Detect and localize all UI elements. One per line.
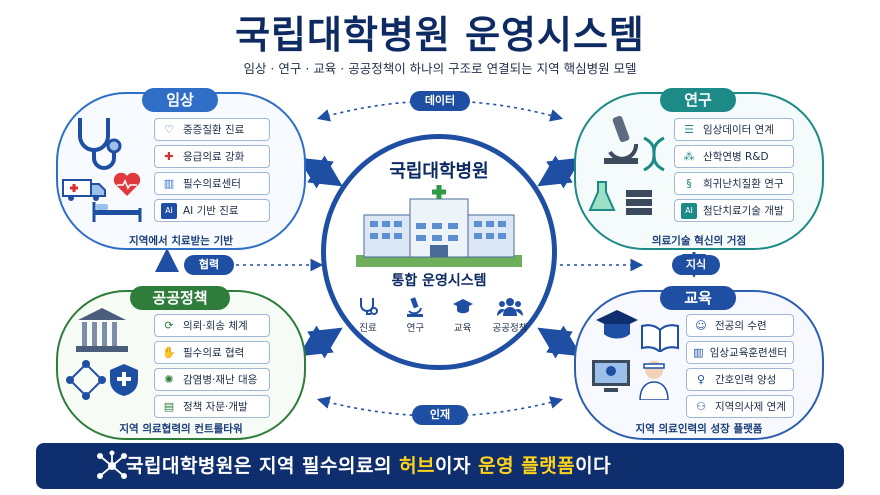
nurse-icon <box>639 361 669 400</box>
education-title: 교육 <box>660 286 736 310</box>
education-item-regional: ⚇지역의사제 연계 <box>686 395 794 418</box>
doctor-icon: ☺ <box>695 319 707 332</box>
research-item-rare: §희귀난치질환 연구 <box>674 172 794 195</box>
center-hub: 국립대학병원 통합 운영시스템 진료 연구 교육 <box>321 134 557 370</box>
clinical-caption: 지역에서 치료받는 기반 <box>129 235 233 247</box>
education-items: ☺전공의 수련 ▥임상교육훈련센터 ♀간호인력 양성 ⚇지역의사제 연계 <box>686 314 794 418</box>
education-caption: 지역 의료인력의 성장 플랫폼 <box>635 423 763 435</box>
shield-icon <box>110 364 138 396</box>
network-icon: ⁂ <box>683 150 695 163</box>
center-subtitle: 통합 운영시스템 <box>391 273 487 289</box>
center-title: 국립대학병원 <box>389 161 489 182</box>
highlight-hub: 허브 <box>399 455 436 477</box>
research-title: 연구 <box>660 88 736 112</box>
policy-caption: 지역 의료협력의 컨트롤타워 <box>119 423 243 435</box>
policy-item-advisory: ▤정책 자문·개발 <box>154 395 270 418</box>
page-subtitle: 임상 · 연구 · 교육 · 공공정책이 하나의 구조로 연결되는 지역 핵심병… <box>243 61 637 76</box>
page-title: 국립대학병원 운영시스템 <box>235 13 645 57</box>
handshake-icon: ✋ <box>162 346 176 359</box>
hospital-bed-icon <box>92 202 142 222</box>
hospital-building-icon <box>356 185 522 267</box>
center-item-policy: 공공정책 <box>488 296 532 334</box>
policy-title: 공공정책 <box>130 286 230 310</box>
stethoscope-icon <box>360 298 378 315</box>
book-icon <box>641 324 679 352</box>
education-item-training: ▥임상교육훈련센터 <box>686 341 794 364</box>
center-item-clinic: 진료 <box>346 296 390 334</box>
document-icon: ▤ <box>163 400 175 413</box>
building-icon: ▥ <box>163 177 175 190</box>
ai-chip-icon: AI <box>681 202 697 219</box>
clinical-item-essential: ▥필수의료센터 <box>154 172 270 195</box>
research-item-rnd: ⁂산학연병 R&D <box>674 145 794 168</box>
research-caption: 의료기술 혁신의 거점 <box>651 235 747 247</box>
flask-icon <box>588 181 616 211</box>
microscope-art <box>604 115 638 164</box>
education-item-nursing: ♀간호인력 양성 <box>686 368 794 391</box>
ambulance-icon <box>62 179 106 201</box>
highlight-platform: 운영 플랫폼 <box>478 455 576 477</box>
policy-item-referral: ⟳의뢰·회송 체계 <box>154 314 270 337</box>
center-icon-row: 진료 연구 교육 공공정책 <box>346 296 532 334</box>
people-icon: ⚇ <box>696 400 706 413</box>
virus-icon: ✺ <box>164 373 174 386</box>
clinical-title: 임상 <box>142 88 218 112</box>
research-item-data: ☰임상데이터 연계 <box>674 118 794 141</box>
conclusion-text: 국립대학병원은 지역 필수의료의 허브이자 운영 플랫폼이다 <box>126 455 612 477</box>
monitor-icon <box>592 360 630 392</box>
policy-items: ⟳의뢰·회송 체계 ✋필수의료 협력 ✺감염병·재난 대응 ▤정책 자문·개발 <box>154 314 270 418</box>
refresh-icon: ⟳ <box>164 319 174 332</box>
dna-icon <box>643 136 665 172</box>
heartbeat-icon <box>113 172 141 196</box>
graduation-cap-icon <box>452 299 473 314</box>
ai-chip-icon: AI <box>161 202 177 219</box>
center-item-research: 연구 <box>393 296 437 334</box>
building-icon: ▥ <box>693 346 704 359</box>
molecule-network-icon <box>97 450 127 479</box>
government-building-icon <box>76 308 128 352</box>
network-nodes-icon <box>66 360 106 400</box>
heart-pulse-icon: ♡ <box>164 123 174 136</box>
red-cross-icon: ✚ <box>164 150 174 163</box>
policy-item-disaster: ✺감염병·재난 대응 <box>154 368 270 391</box>
dna-small-icon: § <box>686 177 692 190</box>
flow-label-cooperation: 협력 <box>184 255 234 275</box>
center-item-education: 교육 <box>441 296 485 334</box>
education-item-residency: ☺전공의 수련 <box>686 314 794 337</box>
clinical-item-emergency: ✚응급의료 강화 <box>154 145 270 168</box>
stethoscope-icon <box>78 118 122 170</box>
nurse-small-icon: ♀ <box>696 373 706 386</box>
policy-item-cooperation: ✋필수의료 협력 <box>154 341 270 364</box>
graduation-cap-art <box>596 310 638 339</box>
database-icon: ☰ <box>684 123 694 136</box>
clinical-item-severe: ♡중증질환 진료 <box>154 118 270 141</box>
flow-label-data: 데이터 <box>410 91 470 111</box>
server-icon <box>626 190 652 215</box>
microscope-icon <box>407 297 424 317</box>
flow-label-talent: 인재 <box>412 405 468 425</box>
flow-label-knowledge: 지식 <box>672 255 720 275</box>
conclusion-banner: 국립대학병원은 지역 필수의료의 허브이자 운영 플랫폼이다 <box>36 443 844 489</box>
people-group-icon <box>496 298 523 316</box>
